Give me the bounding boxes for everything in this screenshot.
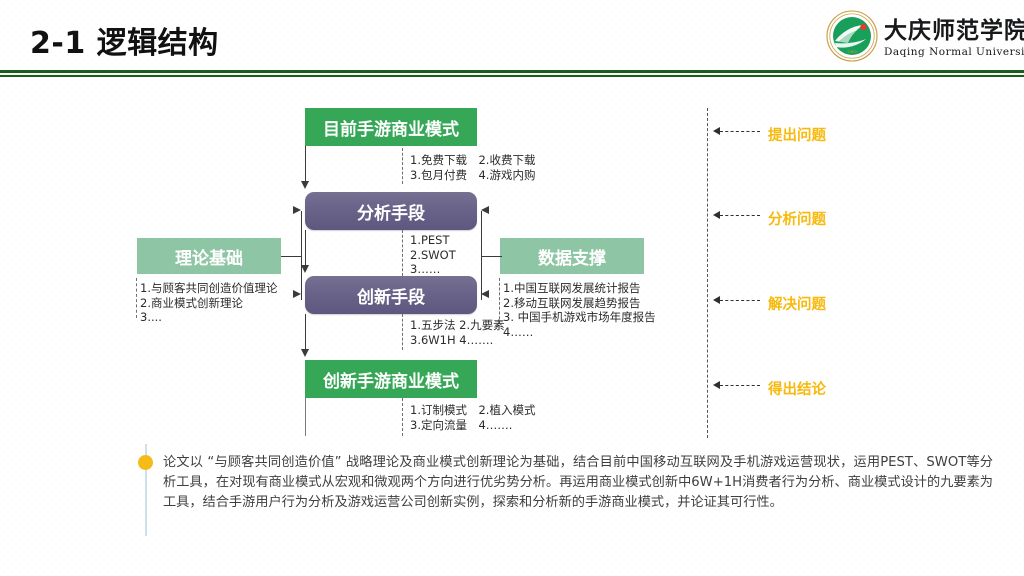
annotation-divider-3 — [402, 314, 403, 350]
annotation-current-to-analysis: 1.免费下载 2.收费下载 3.包月付费 4.游戏内购 — [410, 153, 536, 182]
university-name-en: Daqing Normal University — [884, 46, 1024, 58]
annotation-newmodel-detail: 1.订制模式 2.植入模式 3.定向流量 4……. — [410, 403, 536, 432]
annotation-divider-4 — [402, 398, 403, 436]
summary-paragraph: 论文以 “与顾客共同创造价值” 战略理论及商业模式创新理论为基础，结合目前中国移… — [163, 455, 993, 510]
svg-text:1965: 1965 — [847, 49, 858, 54]
annotation-divider-1 — [402, 148, 403, 184]
university-name-cn: 大庆师范学院 — [884, 17, 1024, 44]
arrowhead-theory-to-analysis — [293, 206, 301, 214]
stage-connector-1 — [720, 131, 760, 132]
stage-label-conclusion: 得出结论 — [768, 382, 826, 398]
annotation-theory-detail: 1.与顾客共同创造价值理论 2.商业模式创新理论 3.... — [140, 281, 278, 324]
stage-label-analyze-question: 分析问题 — [768, 212, 826, 228]
arrowhead-to-innovation — [300, 265, 309, 273]
annotation-analysis-to-innovation: 1.PEST 2.SWOT 3…… — [410, 233, 456, 276]
stage-arrowhead-2 — [713, 211, 720, 219]
arrowhead-to-analysis — [300, 181, 309, 189]
summary-rail — [145, 444, 148, 536]
connector-newmodel-tail — [305, 398, 307, 436]
arrowhead-data-to-analysis — [481, 206, 489, 214]
annotation-data-detail: 1.中国互联网发展统计报告 2.移动互联网发展趋势报告 3. 中国手机游戏市场年… — [503, 281, 656, 339]
annotation-innovation-to-newmodel: 1.五步法 2.九要素 3.6W1H 4……. — [410, 318, 505, 347]
stage-arrowhead-3 — [713, 296, 720, 304]
node-theory-base[interactable]: 理论基础 — [137, 238, 281, 274]
stage-arrowhead-4 — [713, 381, 720, 389]
arrowhead-theory-to-innovation — [293, 290, 301, 298]
annotation-divider-data — [499, 278, 500, 324]
stage-label-raise-question: 提出问题 — [768, 128, 826, 144]
connector-analysis-to-innovation — [305, 230, 307, 266]
university-emblem-icon: 1965 — [826, 10, 878, 62]
connector-current-to-analysis — [305, 146, 307, 182]
stage-connector-2 — [720, 215, 760, 216]
header-divider-thin — [0, 74, 1024, 77]
header-divider-thick — [0, 70, 1024, 73]
stage-arrowhead-1 — [713, 127, 720, 135]
dot-bullet-icon — [138, 455, 153, 470]
stage-label-solve-question: 解决问题 — [768, 297, 826, 313]
university-logo: 1965 大庆师范学院 Daqing Normal University — [826, 8, 1024, 66]
annotation-divider-theory — [136, 278, 137, 318]
stage-connector-3 — [720, 300, 760, 301]
stage-rail — [707, 108, 708, 438]
connector-theory-spine — [301, 211, 303, 300]
node-analysis-method[interactable]: 分析手段 — [305, 192, 477, 230]
stage-connector-4 — [720, 385, 760, 386]
page-title: 2-1 逻辑结构 — [30, 26, 219, 61]
header-divider-gap — [0, 73, 1024, 75]
arrowhead-data-to-innovation — [481, 290, 489, 298]
connector-theory-stem — [281, 255, 302, 257]
arrowhead-to-newmodel — [300, 349, 309, 357]
connector-data-stem — [482, 255, 502, 257]
connector-innovation-to-newmodel — [305, 314, 307, 350]
annotation-divider-2 — [402, 230, 403, 276]
node-current-model[interactable]: 目前手游商业模式 — [305, 108, 477, 146]
node-innovation-method[interactable]: 创新手段 — [305, 276, 477, 314]
node-new-model[interactable]: 创新手游商业模式 — [305, 360, 477, 398]
node-data-support[interactable]: 数据支撑 — [500, 238, 644, 274]
connector-data-spine — [481, 211, 483, 300]
